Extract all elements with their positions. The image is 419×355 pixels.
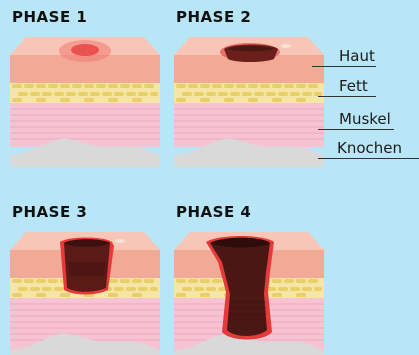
phase-1-redness (59, 40, 111, 62)
phase-2-title: PHASE 2 (176, 10, 251, 25)
phase-4-diagram (174, 232, 324, 355)
label-skin-line (312, 66, 376, 67)
label-skin: Haut (339, 49, 375, 64)
label-bone-line (318, 158, 419, 159)
label-muscle-line (318, 129, 394, 130)
label-bone: Knochen (337, 141, 402, 156)
phase-2-diagram (174, 37, 324, 167)
phase-1-title: PHASE 1 (12, 10, 87, 25)
phase-4-title: PHASE 4 (176, 205, 251, 220)
phase-3-title: PHASE 3 (12, 205, 87, 220)
label-fat-line (318, 96, 376, 97)
label-muscle: Muskel (339, 112, 391, 127)
label-fat: Fett (339, 79, 368, 94)
phase-3-diagram (10, 232, 160, 355)
phase-1-diagram (10, 37, 160, 167)
